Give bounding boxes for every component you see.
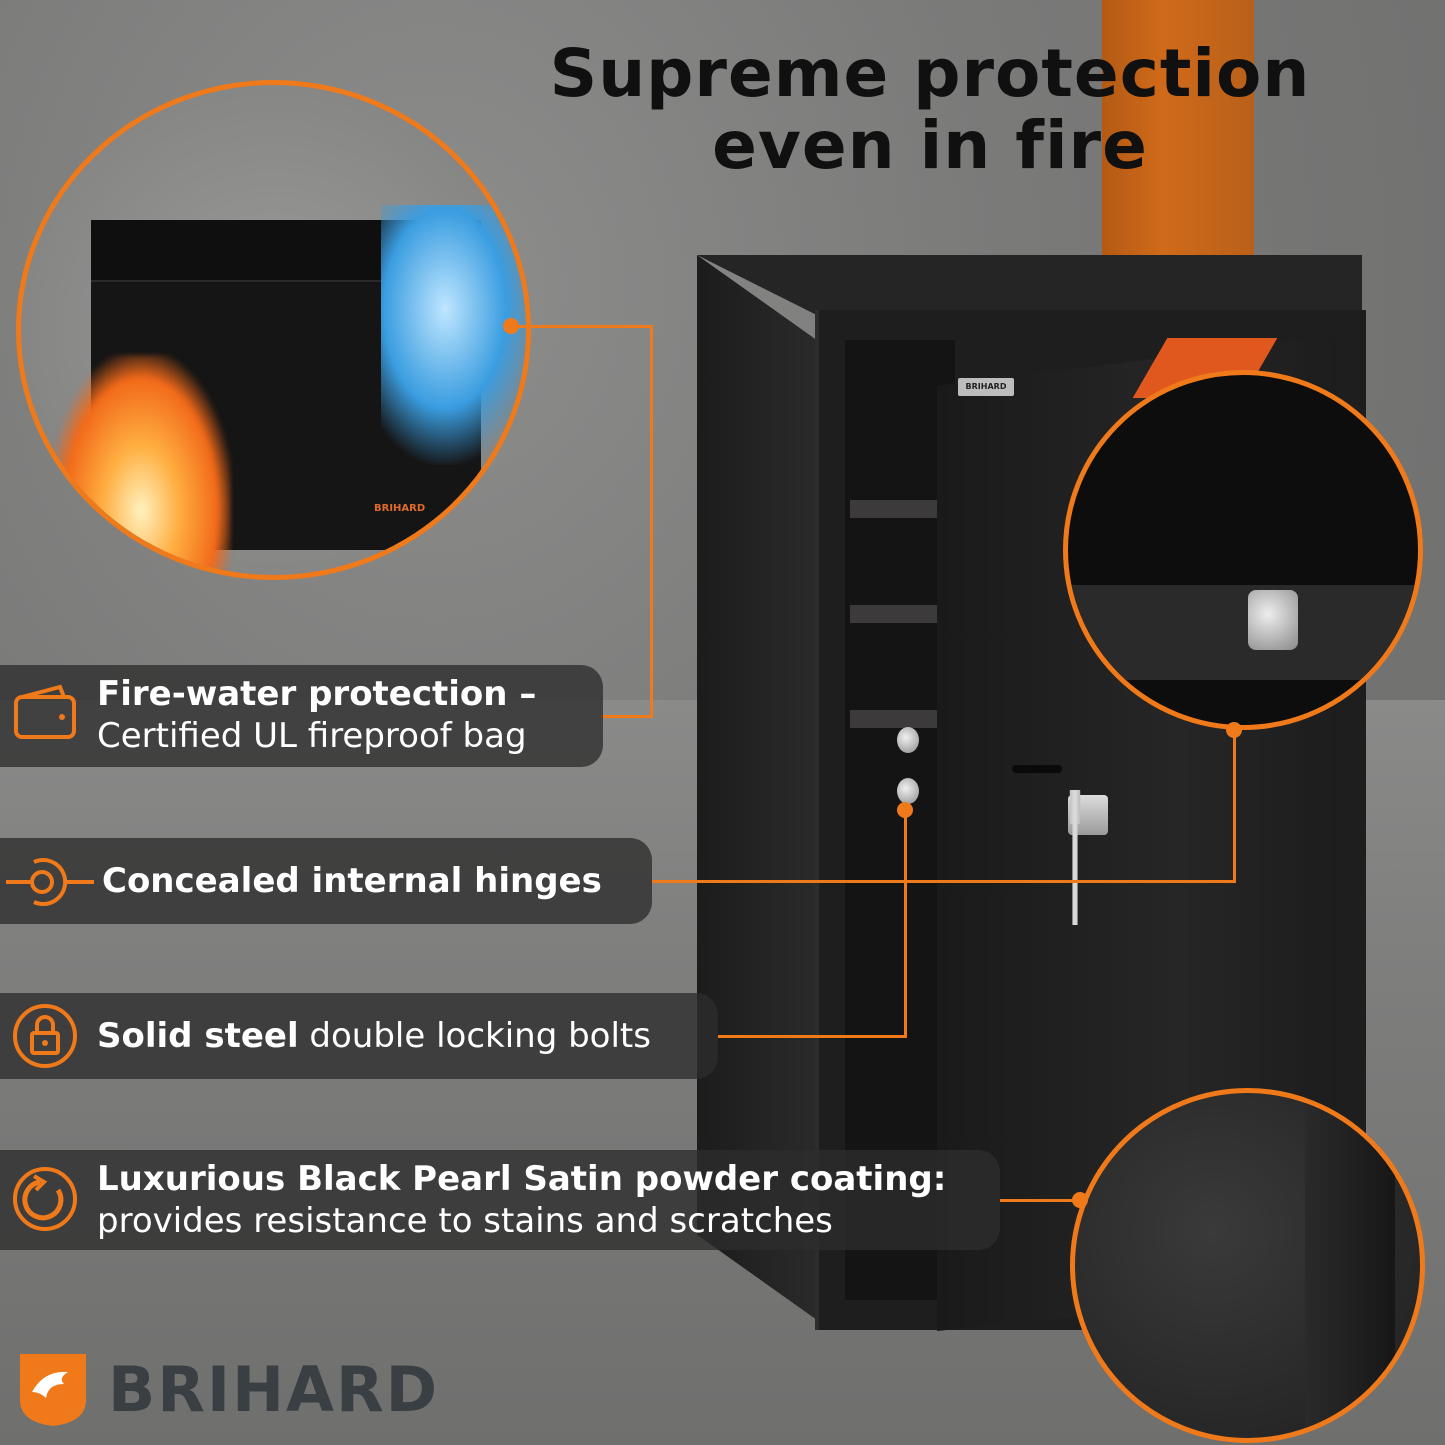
safe-side-panel — [697, 255, 817, 1320]
brand-name: BRIHARD — [108, 1353, 440, 1426]
feature-title: Concealed internal hinges — [102, 861, 602, 901]
feature-title: Fire-water protection – — [97, 674, 537, 714]
fireproof-bag-closeup: BRIHARD — [16, 80, 531, 580]
headline-line-2: even in fire — [712, 107, 1148, 184]
connector-line — [652, 880, 1236, 883]
keyhole — [1012, 765, 1062, 773]
hinge-icon — [6, 858, 94, 906]
headline: Supreme protection even in fire — [470, 38, 1390, 182]
feature-locking-bolts: Solid steel double locking bolts — [0, 993, 718, 1079]
interior-shelf — [1068, 585, 1418, 680]
key — [1069, 790, 1081, 925]
feature-title-bold: Solid steel — [97, 1016, 299, 1056]
feature-title-rest: double locking bolts — [298, 1016, 651, 1056]
coating-closeup — [1070, 1088, 1425, 1443]
connector-line — [511, 325, 653, 328]
feature-subtitle: provides resistance to stains and scratc… — [97, 1201, 833, 1241]
feature-hinges: Concealed internal hinges — [0, 838, 652, 924]
connector-line — [600, 715, 653, 718]
bag-brand-label: BRIHARD — [374, 503, 426, 514]
feature-title: Luxurious Black Pearl Satin powder coati… — [97, 1159, 947, 1199]
feature-fire-water: Fire-water protection – Certified UL fir… — [0, 665, 603, 767]
connector-line — [1000, 1199, 1076, 1202]
refresh-icon — [13, 1167, 77, 1231]
locking-bolt — [897, 727, 919, 753]
connector-line — [1233, 730, 1236, 882]
headline-line-1: Supreme protection — [549, 35, 1311, 112]
hinge-cylinder — [1248, 590, 1298, 650]
flame — [51, 355, 231, 575]
safe-shelf — [850, 710, 945, 728]
hinge-closeup — [1063, 370, 1423, 730]
door-brand-badge: BRIHARD — [958, 378, 1014, 396]
water-splash — [381, 205, 526, 465]
connector-line — [650, 325, 653, 718]
feature-powder-coating: Luxurious Black Pearl Satin powder coati… — [0, 1150, 1000, 1250]
safe-shelf — [850, 605, 945, 623]
wallet-icon — [14, 684, 76, 739]
eagle-logo-icon — [20, 1354, 86, 1426]
connector-line — [718, 1035, 907, 1038]
feature-subtitle: Certified UL fireproof bag — [97, 716, 527, 756]
connector-line — [904, 810, 907, 1038]
safe-top-panel — [697, 255, 1362, 315]
feature-title: Solid steel double locking bolts — [97, 1015, 651, 1057]
coating-edge — [1305, 1093, 1395, 1438]
safe-shelf — [850, 500, 945, 518]
padlock-icon — [13, 1004, 77, 1068]
connector-dot — [1072, 1192, 1088, 1208]
locking-bolt — [897, 778, 919, 804]
